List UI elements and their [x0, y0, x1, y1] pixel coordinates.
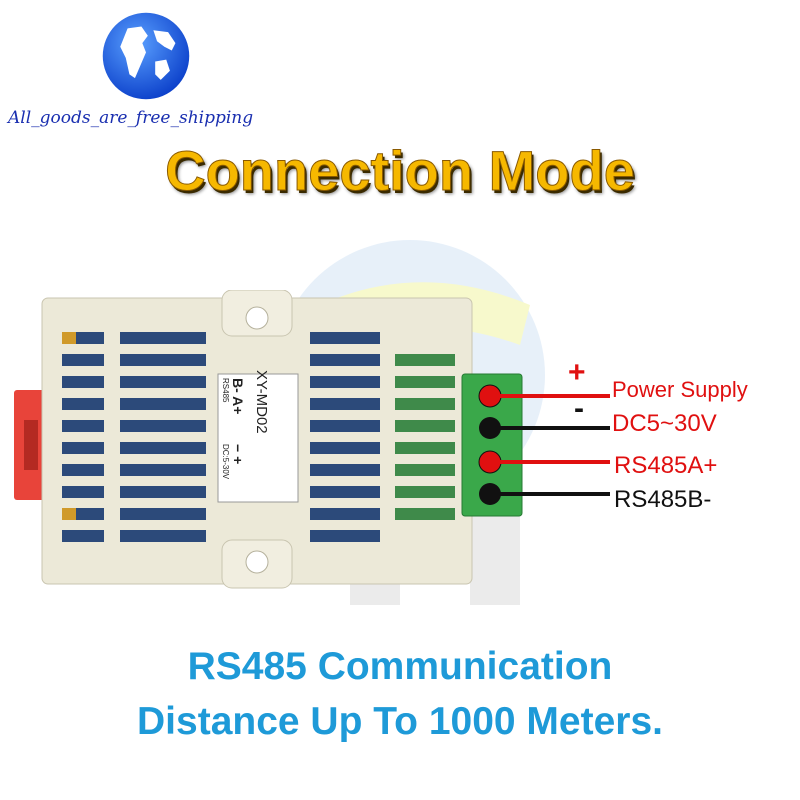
rs485a-label: RS485A+: [614, 452, 718, 479]
footer-line-1: RS485 Communication: [187, 645, 613, 688]
wiring-diagram: [461, 373, 610, 517]
footer-line-2: Distance Up To 1000 Meters.: [137, 700, 663, 743]
plus-sign: +: [568, 356, 586, 389]
model-number: XY-MD02: [253, 370, 270, 434]
terminal-power-label: − +: [230, 444, 246, 465]
terminal-rs485-label: B- A+: [230, 378, 246, 415]
terminal-rs485-sub: RS485: [221, 378, 230, 403]
terminal-power-sub: DC:5-30V: [221, 444, 230, 480]
headline-title: Connection Mode: [165, 139, 636, 203]
rs485b-label: RS485B-: [614, 486, 712, 513]
sensor-device: [14, 290, 473, 589]
store-name: All_goods_are_free_shipping: [8, 108, 254, 128]
power-supply-label: Power Supply: [612, 377, 748, 402]
voltage-label: DC5~30V: [612, 410, 717, 437]
minus-sign: -: [574, 392, 584, 425]
device-label: XY-MD02 B- A+ RS485 − + DC:5-30V: [218, 370, 298, 500]
globe-logo: [102, 12, 190, 100]
